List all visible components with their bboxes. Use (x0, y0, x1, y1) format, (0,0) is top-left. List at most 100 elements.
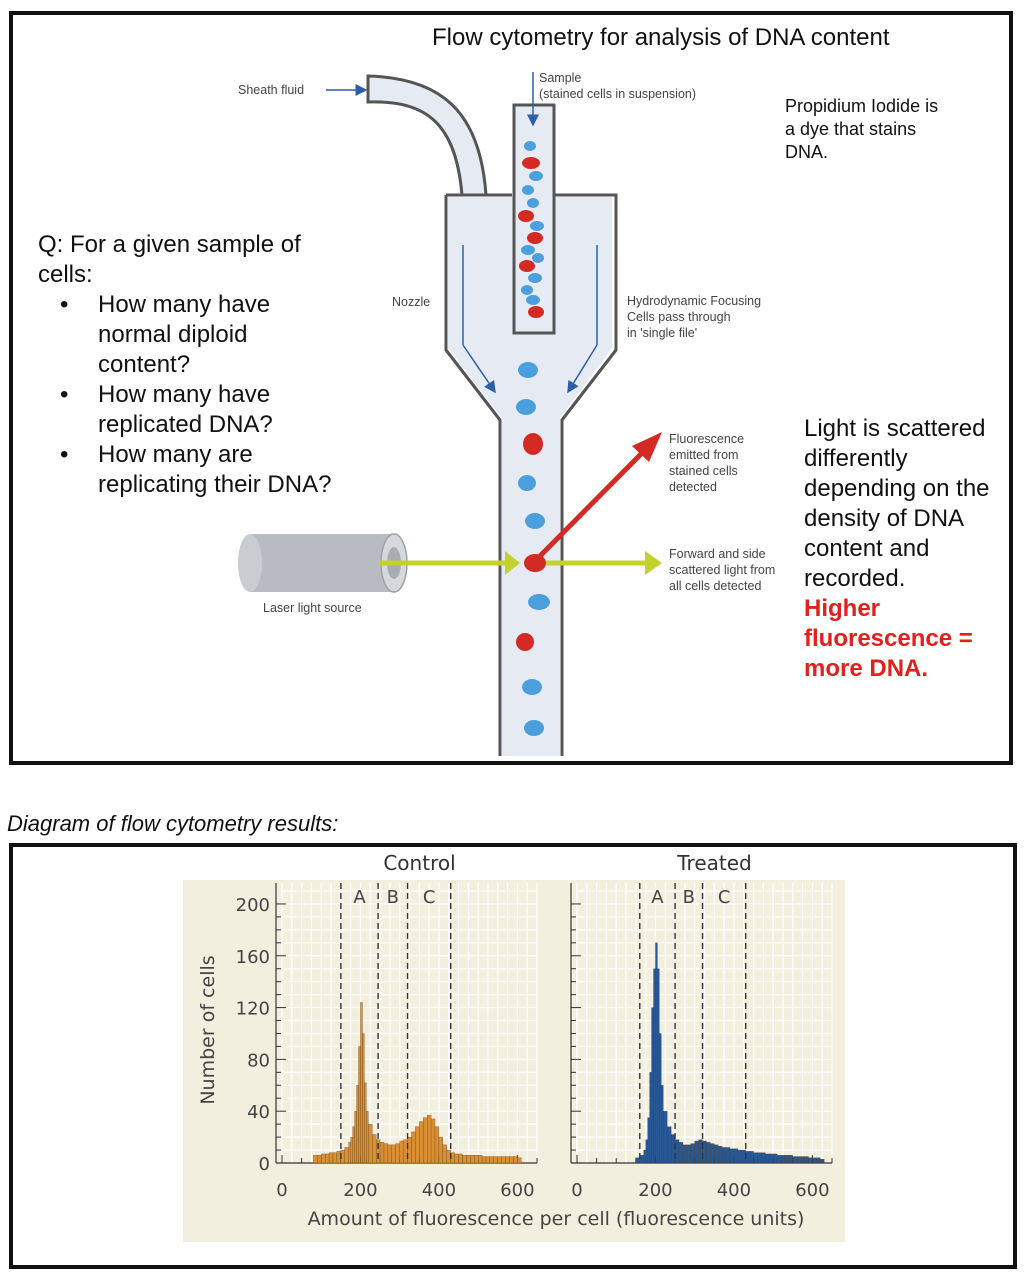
histogram-bar (729, 1148, 735, 1164)
histogram-bar (368, 1123, 373, 1164)
histogram-bar (816, 1157, 821, 1164)
x-tick-label: 400 (422, 1180, 456, 1201)
histogram-bar (313, 1155, 318, 1164)
histogram-bar (356, 1085, 359, 1164)
x-tick-label: 0 (571, 1180, 582, 1201)
histogram-bar (780, 1155, 786, 1164)
histogram-bar (399, 1140, 404, 1164)
histogram-bar (478, 1155, 483, 1164)
region-label: B (683, 887, 695, 908)
cells-in-channel (516, 362, 550, 736)
histogram-bar (643, 1149, 646, 1164)
chart-title: Control (383, 851, 455, 875)
sheath-fluid-label: Sheath fluid (238, 83, 305, 97)
histogram-bar (761, 1152, 766, 1164)
histogram-bar (749, 1151, 754, 1164)
histogram-bar (800, 1156, 805, 1164)
histogram-bar (434, 1126, 440, 1164)
histogram-bar (391, 1144, 396, 1164)
histogram-bar (710, 1143, 715, 1164)
histogram-bar (485, 1156, 491, 1164)
histogram-bar (360, 1002, 363, 1164)
histogram-bar (430, 1118, 436, 1164)
x-axis-label: Amount of fluorescence per cell (fluores… (308, 1208, 805, 1230)
y-tick-label: 120 (236, 999, 270, 1020)
histogram-bar (332, 1152, 338, 1164)
histogram-bar (321, 1153, 326, 1164)
histogram-bar (474, 1155, 479, 1164)
results-caption: Diagram of flow cytometry results: (7, 811, 339, 836)
histogram-bar (325, 1153, 330, 1164)
histogram-bar (350, 1136, 353, 1164)
histogram-bar (407, 1136, 412, 1164)
x-tick-label: 600 (795, 1180, 829, 1201)
histogram-bar (366, 1111, 369, 1164)
histogram-bar (458, 1153, 463, 1164)
histogram-bar (737, 1149, 742, 1164)
histogram-bar (663, 1111, 668, 1164)
histogram-bar (792, 1156, 797, 1164)
histogram-bar (657, 968, 660, 1164)
histogram-bar (454, 1153, 459, 1164)
flow-cytometry-diagram (238, 72, 662, 756)
histogram-bar (344, 1147, 349, 1164)
histogram-bar (411, 1131, 416, 1164)
histogram-bar (655, 942, 658, 1164)
y-tick-label: 0 (259, 1154, 270, 1175)
y-axis-label: Number of cells (197, 955, 219, 1104)
histogram-bar (686, 1144, 691, 1164)
histogram-bar (757, 1152, 762, 1164)
region-label: A (651, 887, 664, 908)
y-tick-label: 80 (247, 1050, 270, 1071)
histogram-bar (725, 1147, 731, 1164)
region-label: B (387, 887, 399, 908)
histogram-bar (493, 1156, 498, 1164)
histogram-bar (682, 1144, 687, 1164)
histogram-bar (395, 1143, 400, 1164)
histogram-bar (645, 1139, 648, 1164)
region-label: C (718, 887, 731, 908)
histogram-bar (784, 1155, 789, 1164)
histogram-bar (352, 1126, 355, 1164)
histogram-bar (379, 1142, 385, 1164)
histogram-bar (517, 1157, 522, 1164)
histogram-bar (481, 1156, 487, 1164)
histogram-bar (647, 1117, 650, 1164)
histogram-bar (690, 1143, 695, 1164)
histogram-bar (694, 1140, 699, 1164)
x-tick-label: 600 (500, 1180, 534, 1201)
nozzle-label: Nozzle (392, 295, 431, 309)
x-tick-label: 200 (343, 1180, 377, 1201)
histogram-bar (788, 1155, 793, 1164)
histogram-bar (362, 1033, 365, 1164)
laser-light-source (238, 533, 408, 593)
question-block: Q: For a given sample of cells: How many… (38, 230, 368, 500)
histogram-bar (442, 1144, 447, 1164)
histogram-bar (667, 1126, 672, 1164)
histogram-bar (733, 1148, 738, 1164)
propidium-iodide-note: Propidium Iodide is a dye that stains DN… (785, 96, 939, 162)
detected-cell (524, 554, 546, 572)
histogram-bar (387, 1144, 392, 1164)
x-tick-label: 200 (638, 1180, 672, 1201)
fluorescence-label: Fluorescence emitted from stained cells … (669, 432, 745, 494)
histogram-bar (812, 1157, 817, 1164)
histogram-bar (497, 1156, 502, 1164)
histogram-bar (358, 1046, 361, 1164)
scatter-label: Forward and side scattered light from al… (669, 547, 776, 593)
histogram-bar (317, 1155, 322, 1164)
histogram-bar (661, 1085, 664, 1164)
hydrodynamic-focusing-label: Hydrodynamic Focusing Cells pass through… (627, 294, 762, 340)
histogram-bar (438, 1136, 443, 1164)
histogram-bar (776, 1155, 782, 1164)
histogram-bar (423, 1117, 428, 1164)
histogram-bar (796, 1156, 801, 1164)
histogram-bar (383, 1143, 389, 1164)
histogram-bar (462, 1155, 467, 1164)
cells-in-sample-tube (518, 141, 544, 318)
histogram-bar (718, 1146, 723, 1164)
